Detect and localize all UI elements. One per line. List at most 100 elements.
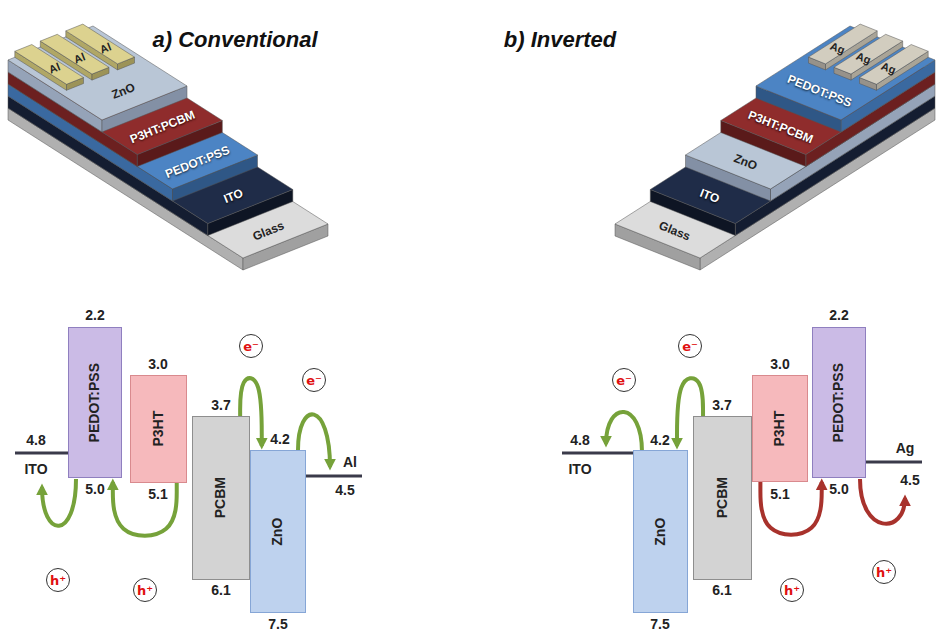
charge-label: e⁻ — [616, 374, 632, 387]
layer-slab: PEDOT:PSS — [785, 69, 855, 111]
level-value: Al — [343, 455, 357, 470]
level-value: 2.2 — [829, 308, 848, 323]
layer-name: PCBM — [213, 477, 228, 518]
electrode-strip: Ag — [879, 56, 899, 78]
layer-name: PEDOT:PSS — [831, 363, 846, 442]
layer-slab: ITO — [220, 183, 245, 207]
layer-name: Al — [47, 61, 62, 76]
panel-title: b) Inverted — [504, 28, 616, 52]
charge-circle: e⁻ — [302, 368, 326, 392]
level-value: 5.0 — [829, 482, 848, 497]
electrode-strip: Ag — [853, 46, 873, 68]
layer-slab: PEDOT:PSS — [162, 140, 232, 182]
layer-slab: Glass — [657, 215, 694, 244]
energy-band: PEDOT:PSS — [68, 327, 122, 478]
level-value: 5.1 — [770, 487, 789, 502]
electrode-level — [562, 452, 633, 455]
energy-band: P3HT — [752, 375, 808, 482]
layer-name: Ag — [829, 40, 847, 57]
energy-band: PCBM — [192, 416, 250, 580]
electrode-strip: Al — [71, 47, 88, 68]
layer-name: P3HT — [772, 411, 787, 447]
layer-name: Al — [98, 40, 113, 55]
layer-name: ZnO — [732, 151, 759, 173]
charge-circle: e⁻ — [239, 334, 263, 358]
charge-label: e⁻ — [243, 340, 259, 353]
layer-name: Ag — [854, 50, 872, 67]
level-value: 3.0 — [770, 357, 789, 372]
level-value: 4.5 — [335, 483, 354, 498]
electrode-level — [866, 461, 922, 464]
layer-name: P3HT:PCBM — [746, 108, 815, 147]
transfer-arrow — [760, 482, 821, 535]
layer-name: ITO — [698, 186, 722, 206]
level-value: 6.1 — [211, 583, 230, 598]
energy-band: PCBM — [693, 416, 752, 580]
charge-label: e⁻ — [306, 374, 322, 387]
charge-circle: h⁺ — [133, 578, 157, 602]
layer-slab: P3HT:PCBM — [746, 105, 816, 147]
level-value: 3.7 — [712, 398, 731, 413]
layer-name: Glass — [250, 218, 286, 243]
level-value: 4.5 — [900, 473, 919, 488]
transfer-arrow — [860, 479, 905, 524]
charge-circle: e⁻ — [612, 368, 636, 392]
level-value: 7.5 — [650, 617, 669, 632]
charge-circle: h⁺ — [46, 568, 70, 592]
panel-title: a) Conventional — [152, 28, 317, 52]
level-value: 5.0 — [85, 482, 104, 497]
layer-name: PEDOT:PSS — [785, 71, 853, 109]
layer-name: ZnO — [270, 517, 285, 545]
level-value: Ag — [896, 441, 915, 456]
layer-name: PEDOT:PSS — [164, 143, 232, 181]
electrode-strip: Al — [45, 57, 62, 78]
transfer-arrow — [42, 479, 76, 526]
level-value: 4.2 — [650, 433, 669, 448]
level-value: 3.0 — [148, 357, 167, 372]
electrode-level — [306, 475, 362, 478]
level-value: 4.8 — [570, 433, 589, 448]
layer-name: Al — [72, 50, 87, 65]
electrode-strip: Ag — [828, 36, 848, 58]
level-value: 4.2 — [270, 432, 289, 447]
charge-circle: e⁻ — [678, 334, 702, 358]
layer-slab: Glass — [249, 215, 286, 244]
level-value: 6.1 — [712, 583, 731, 598]
charge-circle: h⁺ — [872, 560, 896, 584]
level-value: 5.1 — [148, 487, 167, 502]
layer-name: Ag — [880, 60, 898, 77]
energy-band: ZnO — [250, 450, 306, 613]
energy-band: ZnO — [633, 450, 688, 613]
energy-band: P3HT — [130, 375, 187, 483]
layer-name: ITO — [221, 186, 245, 206]
charge-label: h⁺ — [50, 574, 66, 587]
layer-slab: ITO — [698, 183, 723, 207]
charge-label: h⁺ — [876, 566, 892, 579]
layer-slab: P3HT:PCBM — [127, 105, 197, 147]
layer-name: PCBM — [715, 477, 730, 518]
charge-label: e⁻ — [682, 340, 698, 353]
electrode-strip: Al — [96, 37, 113, 58]
layer-name: Glass — [657, 218, 693, 243]
energy-band: PEDOT:PSS — [812, 327, 866, 478]
electrode-level — [15, 452, 68, 455]
charge-circle: h⁺ — [780, 578, 804, 602]
layer-name: ZnO — [653, 517, 668, 545]
layer-slab: ZnO — [109, 77, 138, 103]
level-value: ITO — [24, 462, 47, 477]
level-value: 7.5 — [268, 617, 287, 632]
layer-name: P3HT — [151, 411, 166, 447]
level-value: ITO — [568, 462, 591, 477]
device-stack — [8, 24, 935, 270]
layer-name: P3HT:PCBM — [128, 108, 197, 147]
charge-label: h⁺ — [784, 584, 800, 597]
charge-label: h⁺ — [137, 584, 153, 597]
transfer-arrow — [113, 482, 177, 536]
layer-name: PEDOT:PSS — [87, 363, 102, 442]
transfer-arrow — [606, 412, 642, 452]
layer-name: ZnO — [110, 79, 137, 101]
level-value: 3.7 — [211, 398, 230, 413]
level-value: 4.8 — [26, 433, 45, 448]
